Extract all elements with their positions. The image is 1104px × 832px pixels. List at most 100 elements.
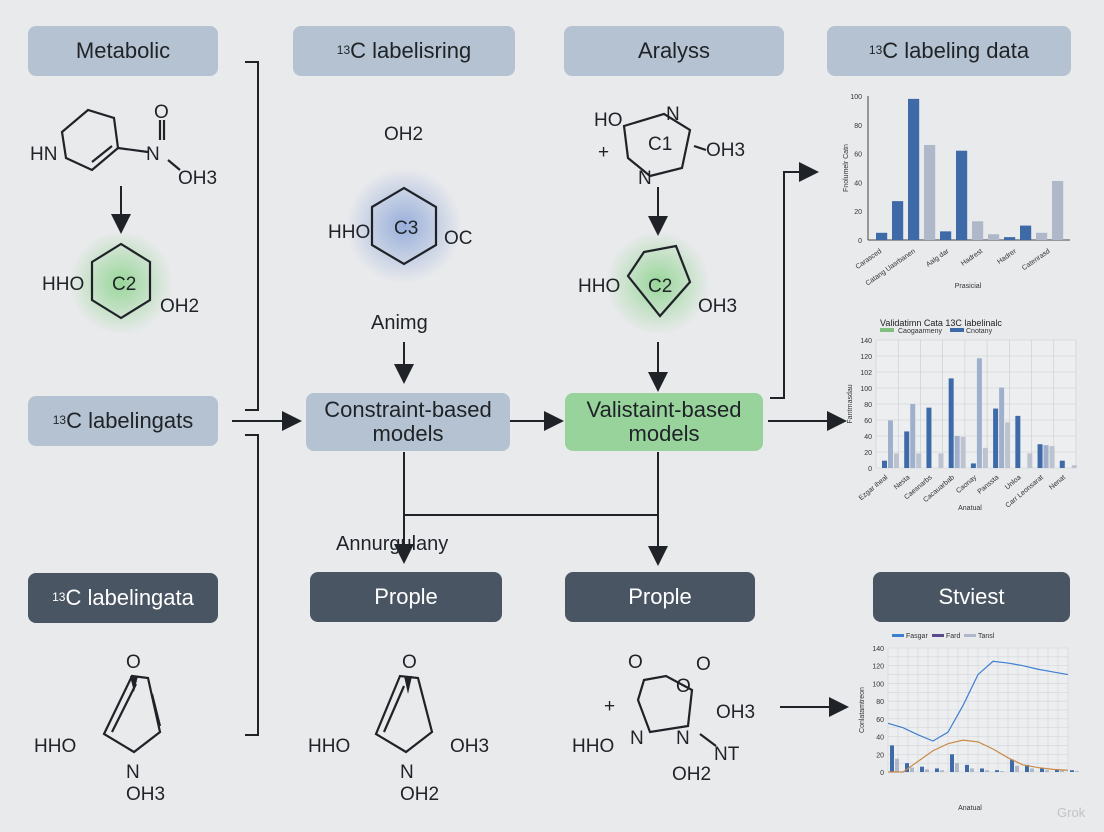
chart3-legend-item: Fasgar [906,633,928,640]
chart2-bar [916,453,922,468]
chart3-bar [1015,765,1019,772]
svg-text:O: O [676,676,691,697]
molecule-1: HN N O OH3 [30,102,217,189]
chart2-ytick: 40 [864,434,872,441]
box-prople-2: Prople [565,572,755,622]
svg-text:OH3: OH3 [126,784,165,805]
chart3-ytick: 140 [872,646,884,653]
chart1-ytick: 0 [858,238,862,245]
chart3-bar [1040,768,1044,772]
chart3-bar [980,768,984,772]
svg-text:HO: HO [594,110,623,131]
svg-text:C3: C3 [394,218,418,239]
chart1-ylabel: Fnolumelr Catn [843,144,850,192]
chart1-bar [1004,237,1016,240]
svg-text:OH2: OH2 [672,764,711,785]
svg-text:C1: C1 [648,134,672,155]
chart1-bar [1020,225,1032,240]
chart3-series-line [887,660,1069,742]
svg-text:+: + [598,142,609,163]
m1-o: O [154,102,169,123]
chart2-bar [1005,422,1011,468]
box-stviest: Stviest [873,572,1070,622]
svg-text:OH3: OH3 [716,702,755,723]
svg-text:O: O [126,652,141,673]
chart2-ytick: 60 [864,418,872,425]
chart3-bar [925,769,929,772]
chart2-legend-item: Cnotany [966,328,993,335]
chart3-bar [920,766,924,772]
svg-text:HHO: HHO [578,276,620,297]
chart1-ytick: 40 [854,180,862,187]
label-animg: Animg [371,312,428,334]
chart3-bar [895,758,899,772]
chart1-bar [876,232,888,240]
chart2-ytick: 0 [868,466,872,473]
chart1-xlabel: Prasicial [955,283,982,290]
svg-text:N: N [666,104,680,125]
label-annurgulany: Annurgulany [336,533,449,555]
chart2-bar [1049,446,1055,468]
watermark: Grok [1057,805,1086,820]
chart3-bar [985,770,989,772]
chart3-bar [1055,769,1059,772]
molecule-2: OH2 HHO C3 OC [328,124,473,266]
box-metabolic: Metabolic [28,26,218,76]
chart2-bar [882,460,887,468]
chart2-title: Validatimn Cata 13C labelinalc [880,318,1002,328]
svg-text:O: O [696,654,711,675]
chart3-ytick: 60 [876,717,884,724]
chart2-bar [976,358,982,468]
svg-text:OH2: OH2 [384,124,423,145]
chart3-bar [970,768,974,772]
chart1-bar [1036,232,1048,240]
chart2-bar [1037,444,1043,468]
svg-text:NT: NT [714,744,740,765]
chart2-bar [948,378,954,468]
chart2-bar [1015,415,1021,468]
molecule-4: HHO C2 OH2 [42,242,199,320]
chart3-bar [1060,770,1064,772]
chart3-ytick: 80 [876,699,884,706]
molecule-6: O HHO N OH3 [34,652,165,805]
chart3-bar [905,763,909,772]
svg-text:HHO: HHO [572,736,614,757]
svg-text:OH3: OH3 [450,736,489,757]
chart1-bar [1052,180,1064,240]
svg-text:OC: OC [444,228,473,249]
svg-text:HHO: HHO [34,736,76,757]
chart1-bar [988,234,1000,240]
chart2-legend-item: Caogaarmeny [898,328,942,335]
chart2-bar [982,447,988,468]
svg-text:O: O [402,652,417,673]
chart1-ytick: 60 [854,152,862,159]
chart2-legend-swatch [880,328,894,332]
chart3-bar [965,764,969,772]
chart1-ytick: 100 [850,94,862,101]
bracket-top [245,61,259,411]
chart3-bar [910,767,914,772]
chart2-bar [993,408,999,468]
svg-text:N: N [630,728,644,749]
chart3-bar [1010,759,1014,772]
chart3-bar [1045,770,1049,772]
chart2-bar [1027,453,1033,468]
svg-text:OH2: OH2 [400,784,439,805]
box-validation-models: Valistaint-based models [565,393,763,451]
chart1-ytick: 80 [854,123,862,130]
m1-hn: HN [30,144,57,165]
svg-text:O: O [628,652,643,673]
chart3-bar [1025,764,1029,772]
chart3-legend-swatch [892,634,904,637]
chart3-series-line [888,739,1069,773]
chart3-legend-swatch [932,634,944,637]
molecule-7: O HHO N OH3 OH2 [308,652,489,805]
chart3-bar [1030,768,1034,772]
box-prople-1: Prople [310,572,502,622]
chart1-bar [956,150,968,240]
